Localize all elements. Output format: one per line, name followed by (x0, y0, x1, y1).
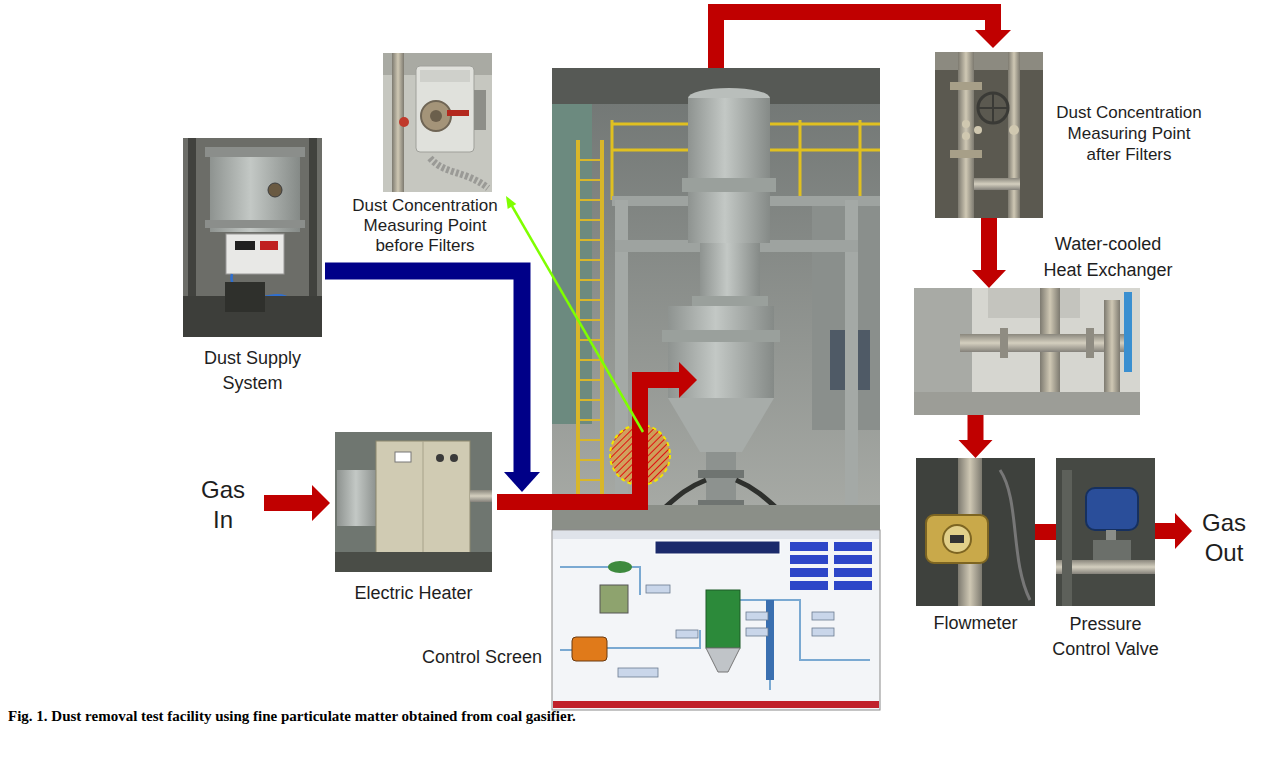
photo-heat-exchanger (914, 288, 1140, 415)
node-label: Water-cooled Heat Exchanger (1034, 231, 1182, 283)
photo-dust-supply (183, 138, 322, 337)
photo-measuring-point-before (383, 53, 492, 192)
figure-caption: Fig. 1. Dust removal test facility using… (8, 708, 576, 725)
photo-pressure-valve (1056, 458, 1155, 606)
gas-flow-arrows (264, 12, 1192, 549)
node-label: Electric Heater (325, 582, 502, 604)
flow-arrow (1035, 524, 1056, 540)
photo-box: Dust Concentration Measuring Point befor… (383, 53, 492, 192)
flow-arrow (959, 415, 993, 458)
flow-label: Gas In (193, 475, 253, 535)
photo-electric-heater (335, 432, 492, 572)
node-label: Dust Concentration Measuring Point befor… (346, 196, 504, 256)
leader-arrow (506, 196, 643, 432)
photo-box: Control Screen (552, 530, 880, 710)
photo-box: Dust Supply System (183, 138, 322, 337)
photo-control-screen (552, 530, 880, 710)
photo-box: Electric Heater (335, 432, 492, 572)
photo-box: Pressure Control Valve (1056, 458, 1155, 606)
photo-filter-vessel (552, 68, 880, 530)
photo-box: Dust Concentration Measuring Point after… (935, 52, 1043, 218)
photo-flowmeter (916, 458, 1035, 606)
node-label: Dust Concentration Measuring Point after… (1050, 102, 1208, 165)
photo-box: Water-cooled Heat Exchanger (914, 288, 1140, 415)
flow-label: Gas Out (1190, 508, 1258, 568)
flow-arrow (972, 218, 1006, 288)
photo-measuring-point-after (935, 52, 1043, 218)
node-label: Dust Supply System (173, 346, 332, 396)
photo-box: Flowmeter (916, 458, 1035, 606)
node-label: Control Screen (392, 646, 542, 668)
node-label: Flowmeter (906, 612, 1045, 634)
node-label: Pressure Control Valve (1043, 612, 1168, 662)
